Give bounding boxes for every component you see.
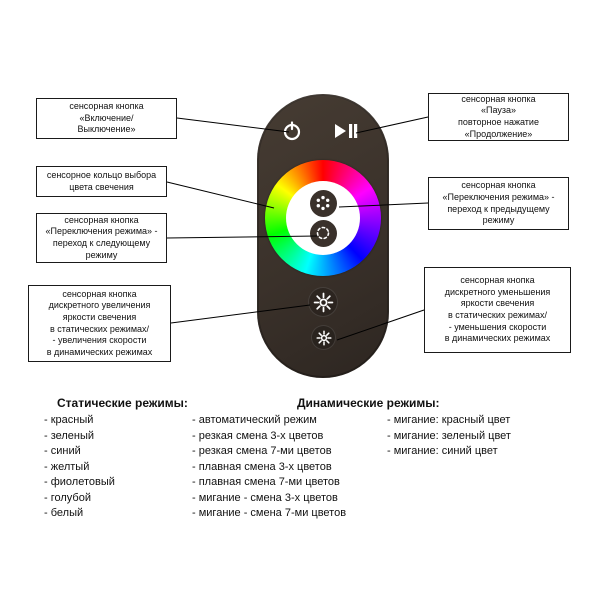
list-item: - плавная смена 7-ми цветов <box>192 476 340 488</box>
list-item: - мигание: красный цвет <box>387 414 511 426</box>
list-item: - мигание: синий цвет <box>387 445 498 457</box>
list-item: - зеленый <box>44 429 95 442</box>
mode-next-button <box>309 219 337 247</box>
callout-next-mode: сенсорная кнопка «Переключения режима» -… <box>36 213 167 263</box>
list-item: - белый <box>44 507 84 519</box>
brightness-up-button <box>308 287 338 317</box>
static-modes-list: - красный - зеленый - синий - желтый - ф… <box>44 413 115 522</box>
callout-power: сенсорная кнопка «Включение/ Выключение» <box>36 98 177 139</box>
dots-mode-icon <box>316 195 330 211</box>
list-item: - голубой <box>44 491 91 504</box>
brightness-up-sun-icon <box>313 292 333 312</box>
play-pause-icon <box>335 124 358 138</box>
callout-next-mode-label: сенсорная кнопка «Переключения режима» -… <box>45 214 158 260</box>
power-icon <box>283 121 301 141</box>
list-item: - синий <box>44 445 81 457</box>
callout-pause: сенсорная кнопка «Пауза» повторное нажат… <box>428 93 569 141</box>
callout-brightness-down: сенсорная кнопка дискретного уменьшения … <box>424 267 571 353</box>
dotted-circle-mode-icon <box>316 226 330 240</box>
list-item: - резкая смена 7-ми цветов <box>192 445 332 457</box>
list-item: - желтый <box>44 460 90 473</box>
callout-brightness-up-label: сенсорная кнопка дискретного увеличения … <box>46 288 153 357</box>
callout-brightness-up: сенсорная кнопка дискретного увеличения … <box>28 285 171 362</box>
callout-prev-mode-label: сенсорная кнопка «Переключения режима» -… <box>442 180 555 226</box>
list-item: - мигание - смена 7-ми цветов <box>192 507 347 519</box>
ring-center <box>286 181 360 255</box>
list-item: - плавная смена 3-х цветов <box>192 460 332 473</box>
callout-brightness-down-label: сенсорная кнопка дискретного уменьшения … <box>444 275 551 344</box>
brightness-down-button <box>311 325 336 350</box>
remote-body <box>257 94 389 378</box>
callout-color-ring: сенсорное кольцо выбора цвета свечения <box>36 166 167 197</box>
list-item: - красный <box>44 414 94 426</box>
play-pause-button <box>332 121 360 141</box>
list-item: - автоматический режим <box>192 414 317 426</box>
callout-pause-label: сенсорная кнопка «Пауза» повторное нажат… <box>458 93 539 139</box>
list-item: - фиолетовый <box>44 476 115 488</box>
list-item: - мигание: зеленый цвет <box>387 429 511 442</box>
mode-prev-button <box>309 189 337 217</box>
dynamic-modes-header: Динамические режимы: <box>297 396 440 410</box>
list-item: - резкая смена 3-х цветов <box>192 429 324 442</box>
brightness-down-sun-icon <box>315 329 332 346</box>
static-modes-header: Статические режимы: <box>57 396 188 410</box>
color-ring <box>265 160 381 276</box>
dynamic-modes-list-col2: - мигание: красный цвет - мигание: зелен… <box>387 413 511 460</box>
callout-color-ring-label: сенсорное кольцо выбора цвета свечения <box>46 169 157 192</box>
callout-prev-mode: сенсорная кнопка «Переключения режима» -… <box>428 177 569 230</box>
list-item: - мигание - смена 3-х цветов <box>192 491 338 504</box>
callout-power-label: сенсорная кнопка «Включение/ Выключение» <box>69 101 144 135</box>
dynamic-modes-list-col1: - автоматический режим - резкая смена 3-… <box>192 413 346 522</box>
power-button <box>280 119 304 143</box>
